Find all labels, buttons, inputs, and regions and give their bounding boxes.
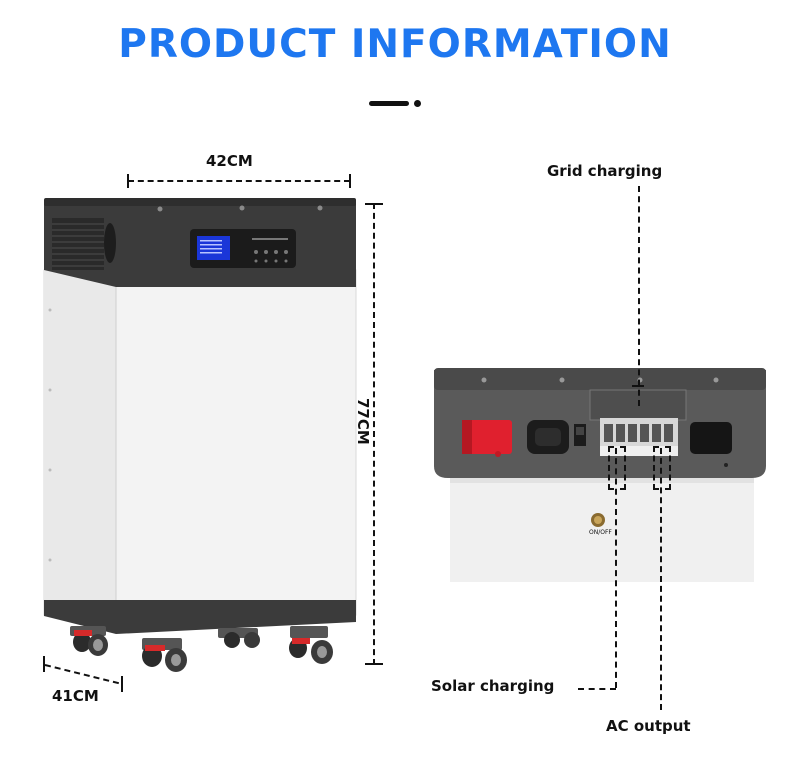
power-switch-label: ON/OFF — [589, 529, 612, 536]
page-title: PRODUCT INFORMATION — [118, 22, 672, 67]
ac-output-label: AC output — [606, 717, 691, 735]
caster-wheels — [70, 626, 333, 672]
solar-terminal-highlight — [608, 446, 626, 490]
title-underline-dash — [369, 101, 409, 106]
grid-charging-box-top — [632, 385, 644, 387]
title-underline-dot — [414, 100, 421, 107]
solar-charging-label: Solar charging — [431, 677, 555, 695]
width-dimension-line — [128, 180, 350, 182]
grid-charging-label: Grid charging — [547, 162, 663, 180]
grid-charging-leader — [638, 186, 640, 406]
depth-label: 41CM — [52, 687, 99, 705]
height-tick-top — [365, 203, 383, 205]
height-tick-bottom — [365, 663, 383, 665]
width-tick-right — [349, 174, 351, 188]
solar-charging-leader-h — [578, 688, 616, 690]
solar-charging-leader-v — [615, 448, 617, 688]
height-dimension-line — [373, 203, 375, 665]
ac-terminal-highlight — [653, 446, 671, 490]
battery-unit-panel — [434, 368, 766, 582]
width-tick-left — [127, 174, 129, 188]
width-label: 42CM — [206, 152, 253, 170]
battery-unit-front — [43, 198, 357, 672]
ac-output-leader — [660, 448, 662, 710]
